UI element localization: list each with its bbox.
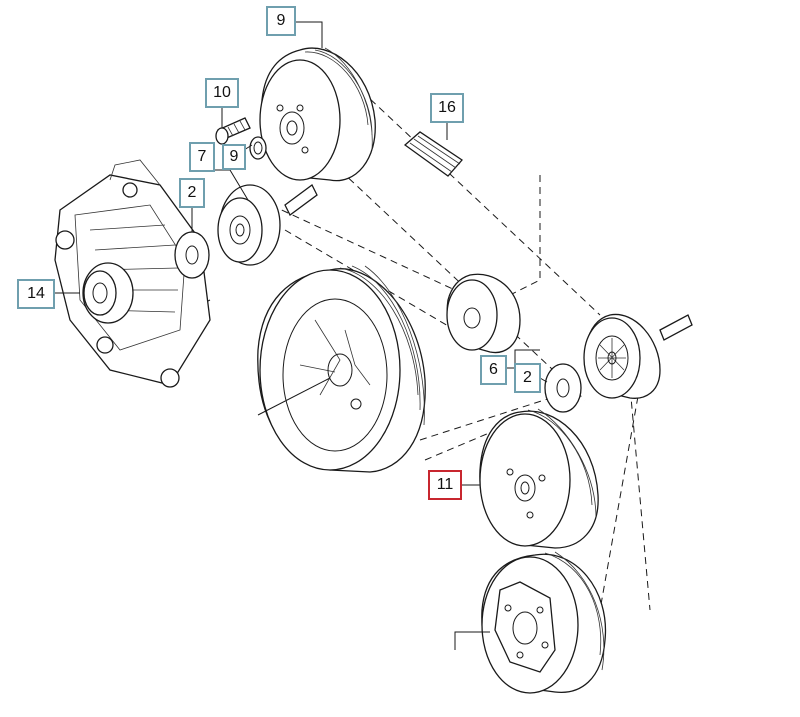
pulley-9 <box>259 47 376 182</box>
callout-11-selected[interactable]: 11 <box>428 470 462 500</box>
callout-6[interactable]: 6 <box>480 355 507 385</box>
idler-pulley-6 <box>446 273 521 354</box>
callout-7[interactable]: 7 <box>189 142 215 172</box>
callout-2-right[interactable]: 2 <box>514 363 541 393</box>
compressor-clutch <box>481 551 607 694</box>
callout-9-washer[interactable]: 9 <box>222 144 246 170</box>
alternator <box>54 159 211 388</box>
tensioner-left <box>174 184 318 279</box>
callout-10[interactable]: 10 <box>205 78 239 108</box>
tensioner-right <box>544 313 693 413</box>
pulley-11 <box>479 408 599 549</box>
bolt-10 <box>215 117 251 145</box>
belt-16 <box>403 131 463 177</box>
callout-16[interactable]: 16 <box>430 93 464 123</box>
callout-2-left[interactable]: 2 <box>179 178 205 208</box>
washer-9 <box>249 136 267 160</box>
callout-14[interactable]: 14 <box>17 279 55 309</box>
crankshaft-pulley <box>257 265 426 473</box>
callout-9-top[interactable]: 9 <box>266 6 296 36</box>
